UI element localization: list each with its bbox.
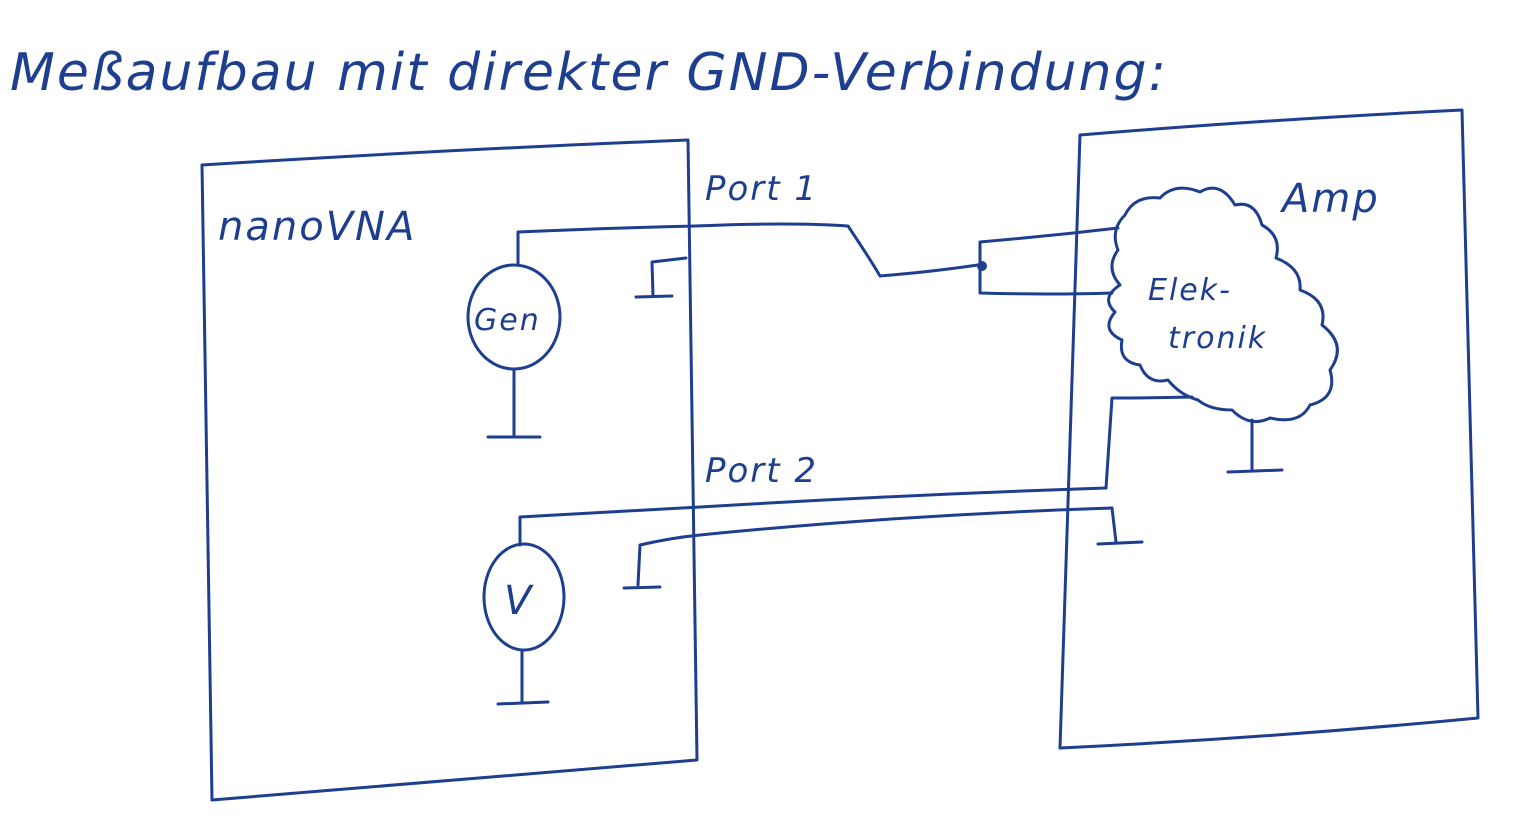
port2-label: Port 2 [705, 451, 818, 491]
generator-label: Gen [474, 303, 541, 338]
ground-symbol-amp-port2 [1096, 540, 1144, 546]
amp-port2-ground-wire [1110, 506, 1118, 544]
port1-junction [978, 226, 1120, 296]
voltmeter-label: V [504, 578, 534, 624]
electronics-output-wire [1104, 395, 1194, 490]
diagram-title: Meßaufbau mit direkter GND-Verbindung: [10, 43, 1168, 103]
ground-symbol-port2 [622, 585, 662, 590]
ground-symbol-port1 [634, 256, 688, 299]
junction-dot [977, 261, 987, 271]
voltmeter [482, 542, 566, 652]
port1-label: Port 1 [705, 169, 818, 209]
ground-symbol-electronics [1226, 468, 1284, 474]
electronics-label-line1: Elek- [1148, 273, 1232, 308]
electronics-label-line2: tronik [1168, 321, 1267, 356]
amp-box [1058, 108, 1480, 750]
nanovna-label: nanoVNA [218, 204, 416, 250]
port1-cable [693, 222, 980, 278]
nanovna-box [200, 138, 699, 802]
amp-label: Amp [1279, 176, 1380, 222]
port2-ground-cable [636, 506, 1114, 587]
port2-signal-cable [518, 486, 1108, 547]
generator-signal-wire [516, 224, 697, 267]
ground-symbol-voltmeter [496, 700, 550, 706]
electronics-cloud [1107, 186, 1339, 424]
